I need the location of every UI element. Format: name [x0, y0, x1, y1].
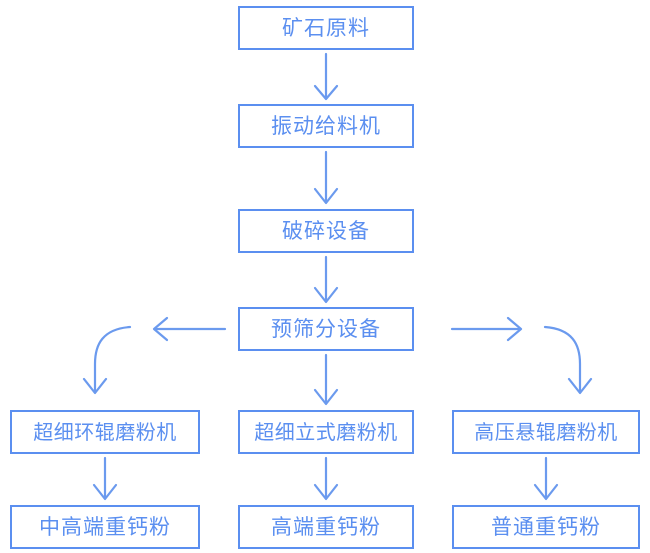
- node-raw-material[interactable]: 矿石原料: [238, 6, 414, 50]
- arrow-branch-right-down: [543, 325, 593, 395]
- arrow-prescreen-left: [152, 316, 227, 342]
- node-label: 高压悬辊磨粉机: [474, 420, 618, 444]
- arrow-mill-left-to-product: [92, 456, 118, 501]
- node-mill-center[interactable]: 超细立式磨粉机: [238, 410, 414, 454]
- node-mill-right[interactable]: 高压悬辊磨粉机: [452, 410, 640, 454]
- node-label: 矿石原料: [282, 15, 370, 40]
- arrow-mill-right-to-product: [533, 456, 559, 501]
- arrow-prescreen-to-mill-center: [313, 353, 339, 406]
- node-label: 中高端重钙粉: [39, 514, 171, 539]
- arrow-mill-center-to-product: [313, 456, 339, 501]
- node-label: 预筛分设备: [271, 316, 381, 341]
- arrow-raw-to-feeder: [313, 52, 339, 101]
- node-label: 超细环辊磨粉机: [33, 420, 177, 444]
- node-label: 普通重钙粉: [491, 514, 601, 539]
- arrow-feeder-to-crusher: [313, 150, 339, 205]
- node-crusher[interactable]: 破碎设备: [238, 209, 414, 253]
- node-label: 破碎设备: [282, 218, 370, 243]
- node-mill-left[interactable]: 超细环辊磨粉机: [10, 410, 200, 454]
- arrow-branch-left-down: [82, 325, 132, 395]
- node-label: 超细立式磨粉机: [254, 420, 398, 444]
- node-label: 高端重钙粉: [271, 514, 381, 539]
- arrow-crusher-to-prescreen: [313, 255, 339, 304]
- node-vibrating-feeder[interactable]: 振动给料机: [238, 104, 414, 148]
- node-label: 振动给料机: [271, 113, 381, 138]
- node-pre-screening[interactable]: 预筛分设备: [238, 307, 414, 351]
- arrow-prescreen-right: [450, 316, 523, 342]
- node-product-center[interactable]: 高端重钙粉: [238, 505, 414, 549]
- node-product-right[interactable]: 普通重钙粉: [452, 505, 640, 549]
- node-product-left[interactable]: 中高端重钙粉: [10, 505, 200, 549]
